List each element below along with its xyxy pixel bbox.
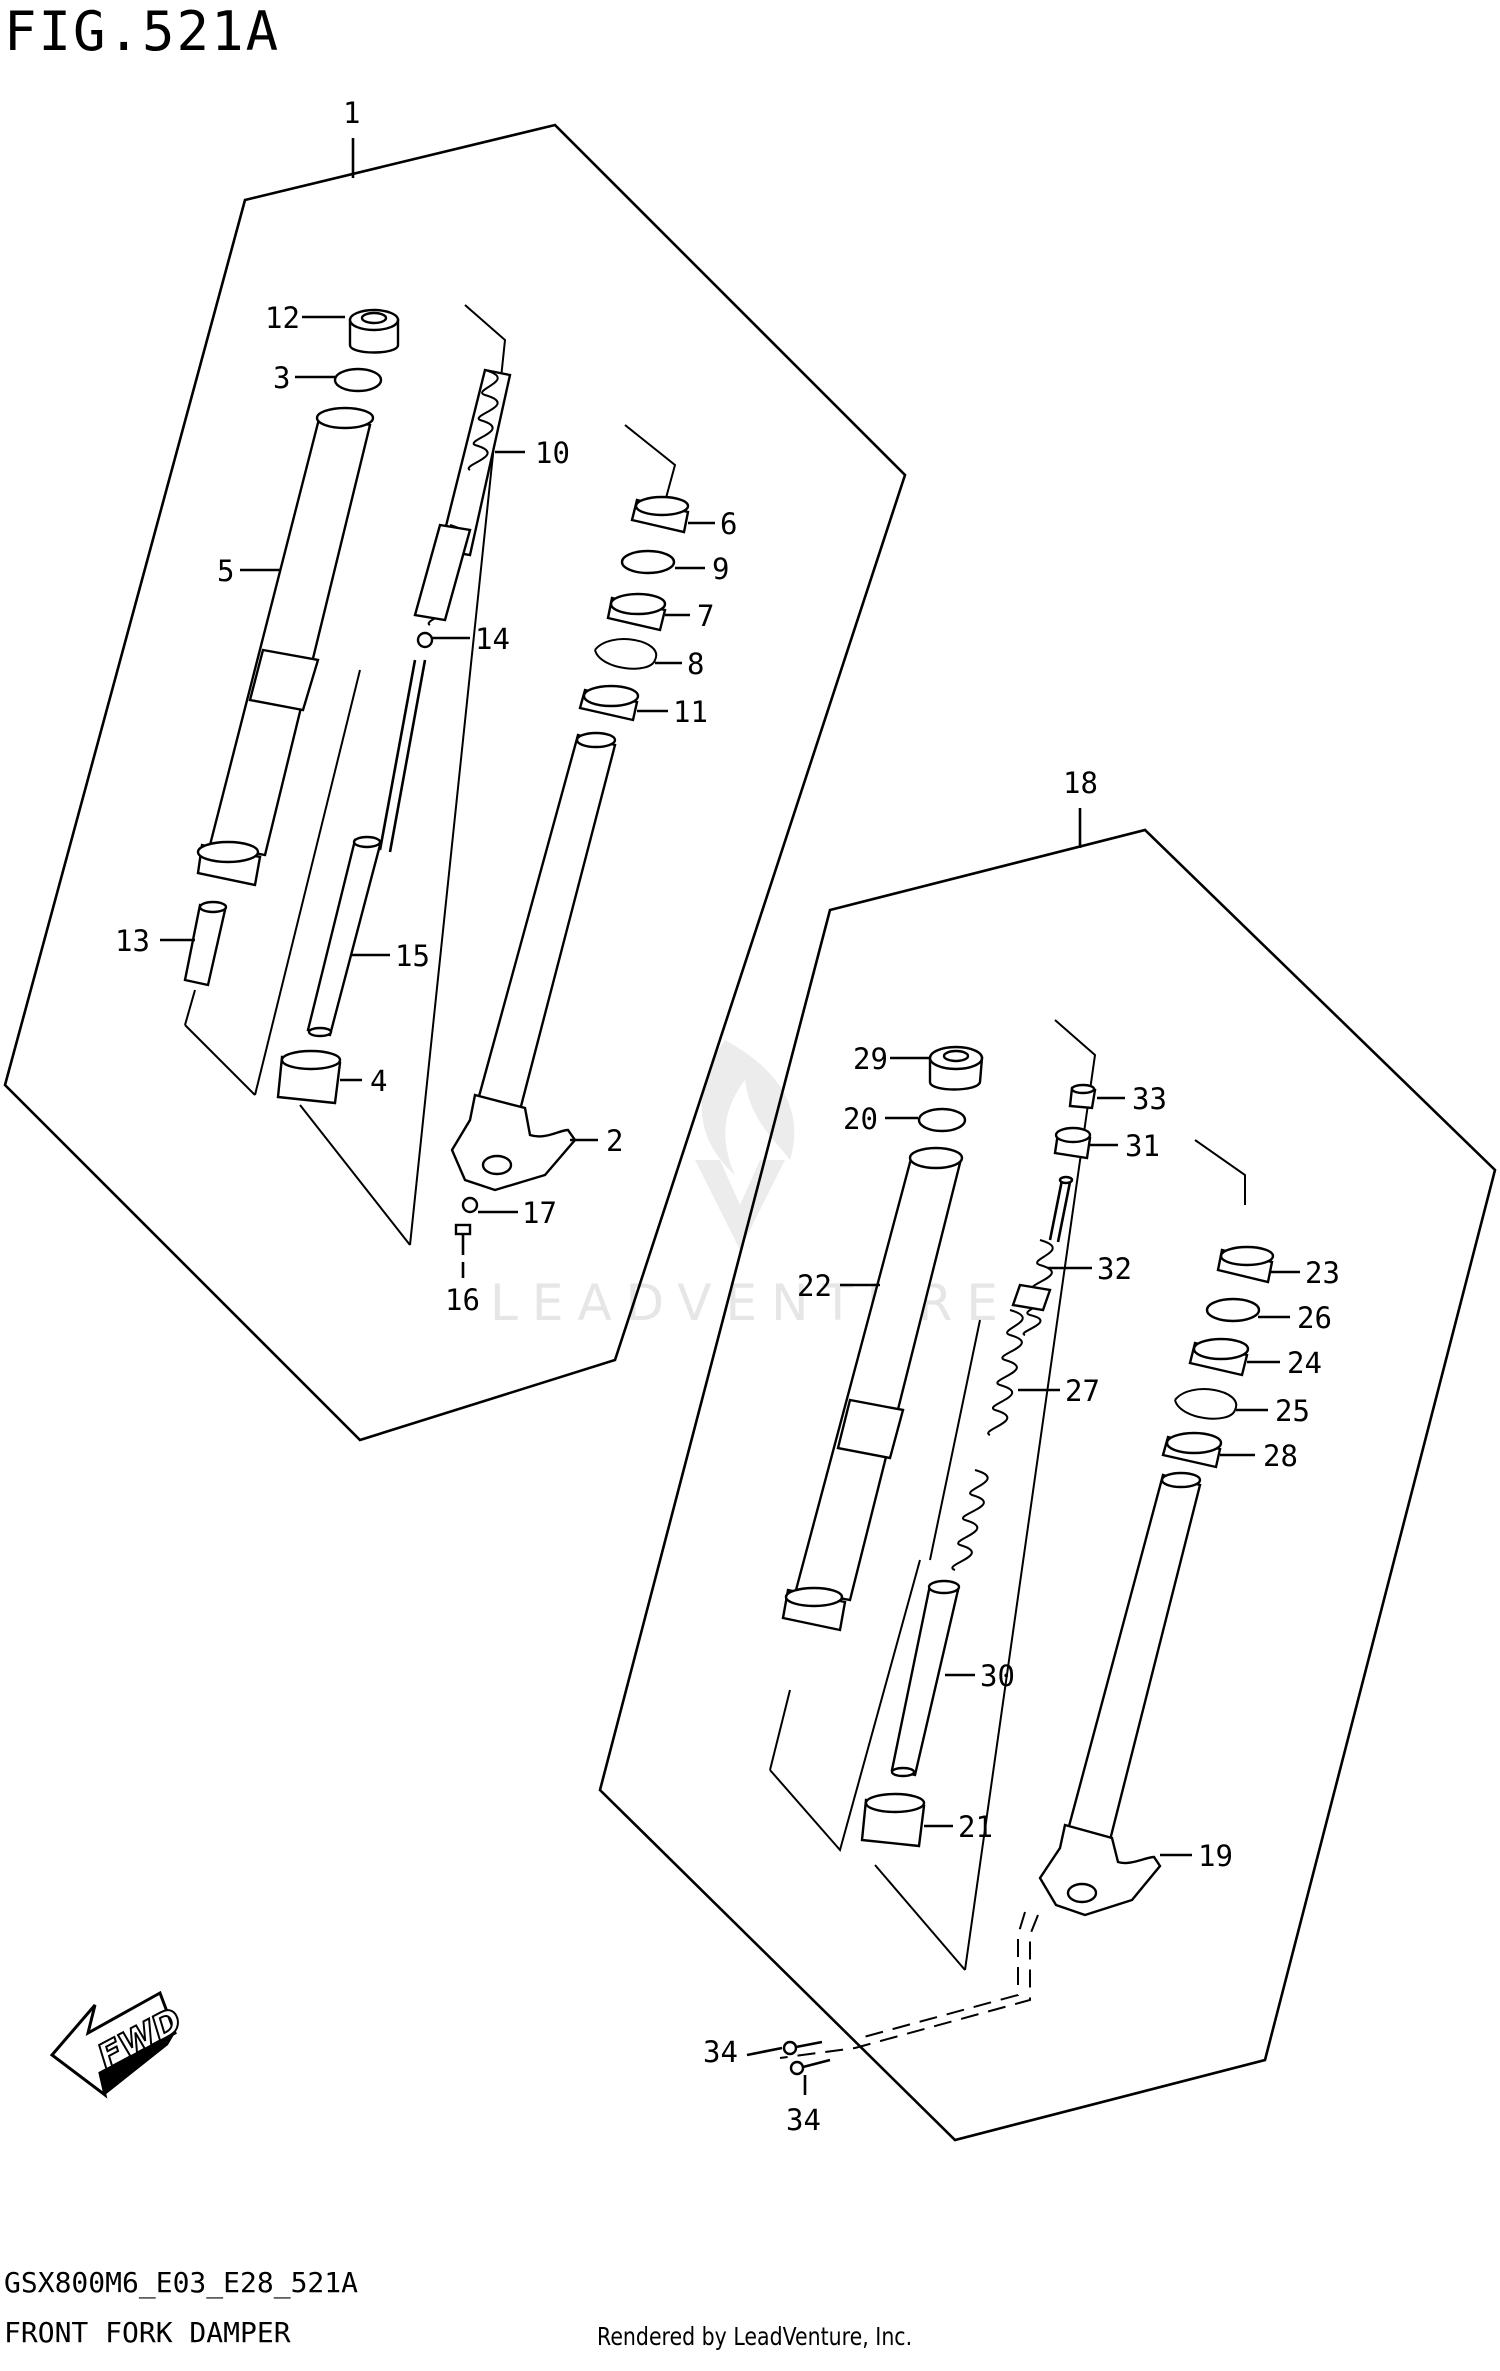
callout-27: 27 [1065, 1374, 1100, 1408]
part-32-rebound-spring [1011, 1175, 1074, 1336]
part-24-oil-seal [1188, 1337, 1250, 1377]
part-23-dust-seal [1216, 1245, 1275, 1284]
part-33-nut [1068, 1083, 1097, 1110]
callout-30: 30 [980, 1659, 1015, 1693]
callout-28: 28 [1263, 1439, 1298, 1473]
callout-22: 22 [797, 1269, 832, 1303]
callout-8: 8 [687, 647, 704, 681]
connector-dashed-line [779, 1914, 1039, 2059]
callout-5: 5 [217, 554, 234, 588]
callout-6: 6 [720, 507, 737, 541]
callout-21: 21 [958, 1810, 993, 1844]
part-14-15-damper-rod [306, 631, 434, 1038]
part-7-oil-seal [606, 592, 667, 632]
callout-19: 19 [1198, 1839, 1233, 1873]
part-6-dust-seal [630, 495, 690, 534]
part-16-bolt [454, 1223, 472, 1255]
part-27-spring [929, 1309, 1024, 1571]
assembly-1-outline [3, 123, 907, 1442]
watermark: LEADVENTURE [490, 1040, 1012, 1332]
part-12-cap-bolt [348, 308, 400, 354]
part-17-washer [461, 1196, 479, 1214]
part-8-clip [594, 638, 658, 670]
part-29-cap-bolt [928, 1045, 984, 1091]
callout-16: 16 [445, 1283, 480, 1317]
figure-title: FIG.521A [4, 0, 281, 63]
callout-23: 23 [1305, 1256, 1340, 1290]
part-28-bushing [1161, 1431, 1223, 1469]
watermark-text: LEADVENTURE [490, 1274, 1012, 1332]
callout-1: 1 [343, 96, 360, 130]
callout-10: 10 [535, 436, 570, 470]
callout-33: 33 [1132, 1082, 1167, 1116]
fwd-arrow: FWD [49, 1990, 190, 2099]
assembly-18-outline [598, 828, 1497, 2142]
callout-15: 15 [395, 939, 430, 973]
callout-14: 14 [475, 622, 510, 656]
callout-34-bottom: 34 [786, 2103, 821, 2137]
callout-9: 9 [712, 552, 729, 586]
part-26-ring [1205, 1297, 1261, 1323]
part-30-spacer-tube [890, 1579, 961, 1778]
callout-17: 17 [522, 1196, 557, 1230]
part-34-screws [782, 2040, 831, 2076]
render-credit: Rendered by LeadVenture, Inc. [597, 2322, 913, 2351]
callout-25: 25 [1275, 1394, 1310, 1428]
callout-7: 7 [697, 599, 714, 633]
callout-29: 29 [853, 1042, 888, 1076]
part-22-outer-tube [781, 1146, 964, 1632]
callout-13: 13 [115, 924, 150, 958]
part-4-bushing [276, 1049, 342, 1105]
part-13-collar [183, 900, 228, 987]
callout-20: 20 [843, 1102, 878, 1136]
model-code: GSX800M6_E03_E28_521A [4, 2266, 359, 2299]
group-box-b [964, 1019, 1097, 1971]
part-10-spring [413, 368, 512, 626]
section-name: FRONT FORK DAMPER [4, 2316, 291, 2349]
callout-32: 32 [1097, 1252, 1132, 1286]
assembly-1: 1 [3, 96, 907, 1442]
part-11-bushing [578, 684, 640, 722]
part-20-o-ring [917, 1107, 967, 1133]
callout-34-left: 34 [703, 2035, 738, 2069]
part-9-ring [620, 549, 676, 575]
callout-11: 11 [673, 695, 708, 729]
callout-4: 4 [370, 1064, 387, 1098]
callout-26: 26 [1297, 1301, 1332, 1335]
part-21-bushing [860, 1792, 926, 1848]
callout-31: 31 [1125, 1129, 1160, 1163]
group-box-a [409, 304, 507, 1246]
callout-18: 18 [1063, 766, 1098, 800]
assembly-18: 18 [598, 766, 1497, 2142]
callout-2: 2 [606, 1124, 623, 1158]
callout-24: 24 [1287, 1346, 1322, 1380]
part-19-inner-tube [1038, 1471, 1202, 1917]
part-2-inner-tube [450, 731, 617, 1192]
callout-3: 3 [273, 361, 290, 395]
part-5-outer-tube [196, 406, 375, 887]
part-3-o-ring [333, 367, 383, 393]
part-25-clip [1174, 1388, 1238, 1420]
part-31-spacer [1053, 1126, 1092, 1160]
callout-12: 12 [265, 301, 300, 335]
